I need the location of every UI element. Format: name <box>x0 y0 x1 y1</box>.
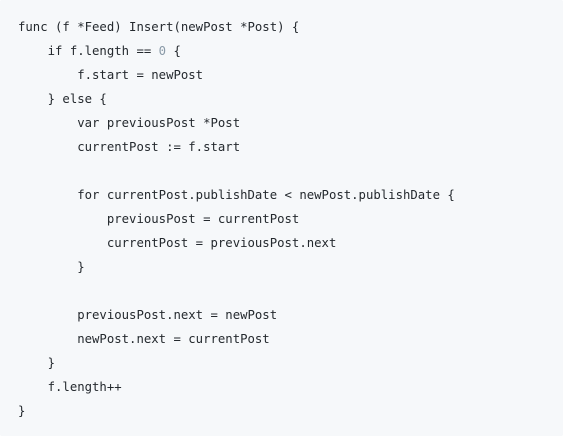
code-line-8: for currentPost.publishDate < newPost.pu… <box>18 188 455 202</box>
code-line-14: newPost.next = currentPost <box>18 332 270 346</box>
code-line-2-text: if f.length == <box>18 44 159 58</box>
code-line-6: currentPost := f.start <box>18 140 241 154</box>
code-line-11: } <box>18 260 85 274</box>
code-line-10: currentPost = previousPost.next <box>18 236 337 250</box>
code-line-16: f.length++ <box>18 380 122 394</box>
code-number-literal: 0 <box>158 44 167 58</box>
code-line-12 <box>18 279 563 303</box>
code-line-2: if f.length == 0 { <box>18 39 563 63</box>
code-line-1: func (f *Feed) Insert(newPost *Post) { <box>18 20 300 34</box>
code-line-7 <box>18 159 563 183</box>
code-line-9: previousPost = currentPost <box>18 212 300 226</box>
code-line-3: f.start = newPost <box>18 68 204 82</box>
code-line-2-tail: { <box>166 44 181 58</box>
code-line-15: } <box>18 356 56 370</box>
code-line-5: var previousPost *Post <box>18 116 241 130</box>
code-line-13: previousPost.next = newPost <box>18 308 278 322</box>
code-line-17: } <box>18 404 26 418</box>
code-line-4: } else { <box>18 92 107 106</box>
